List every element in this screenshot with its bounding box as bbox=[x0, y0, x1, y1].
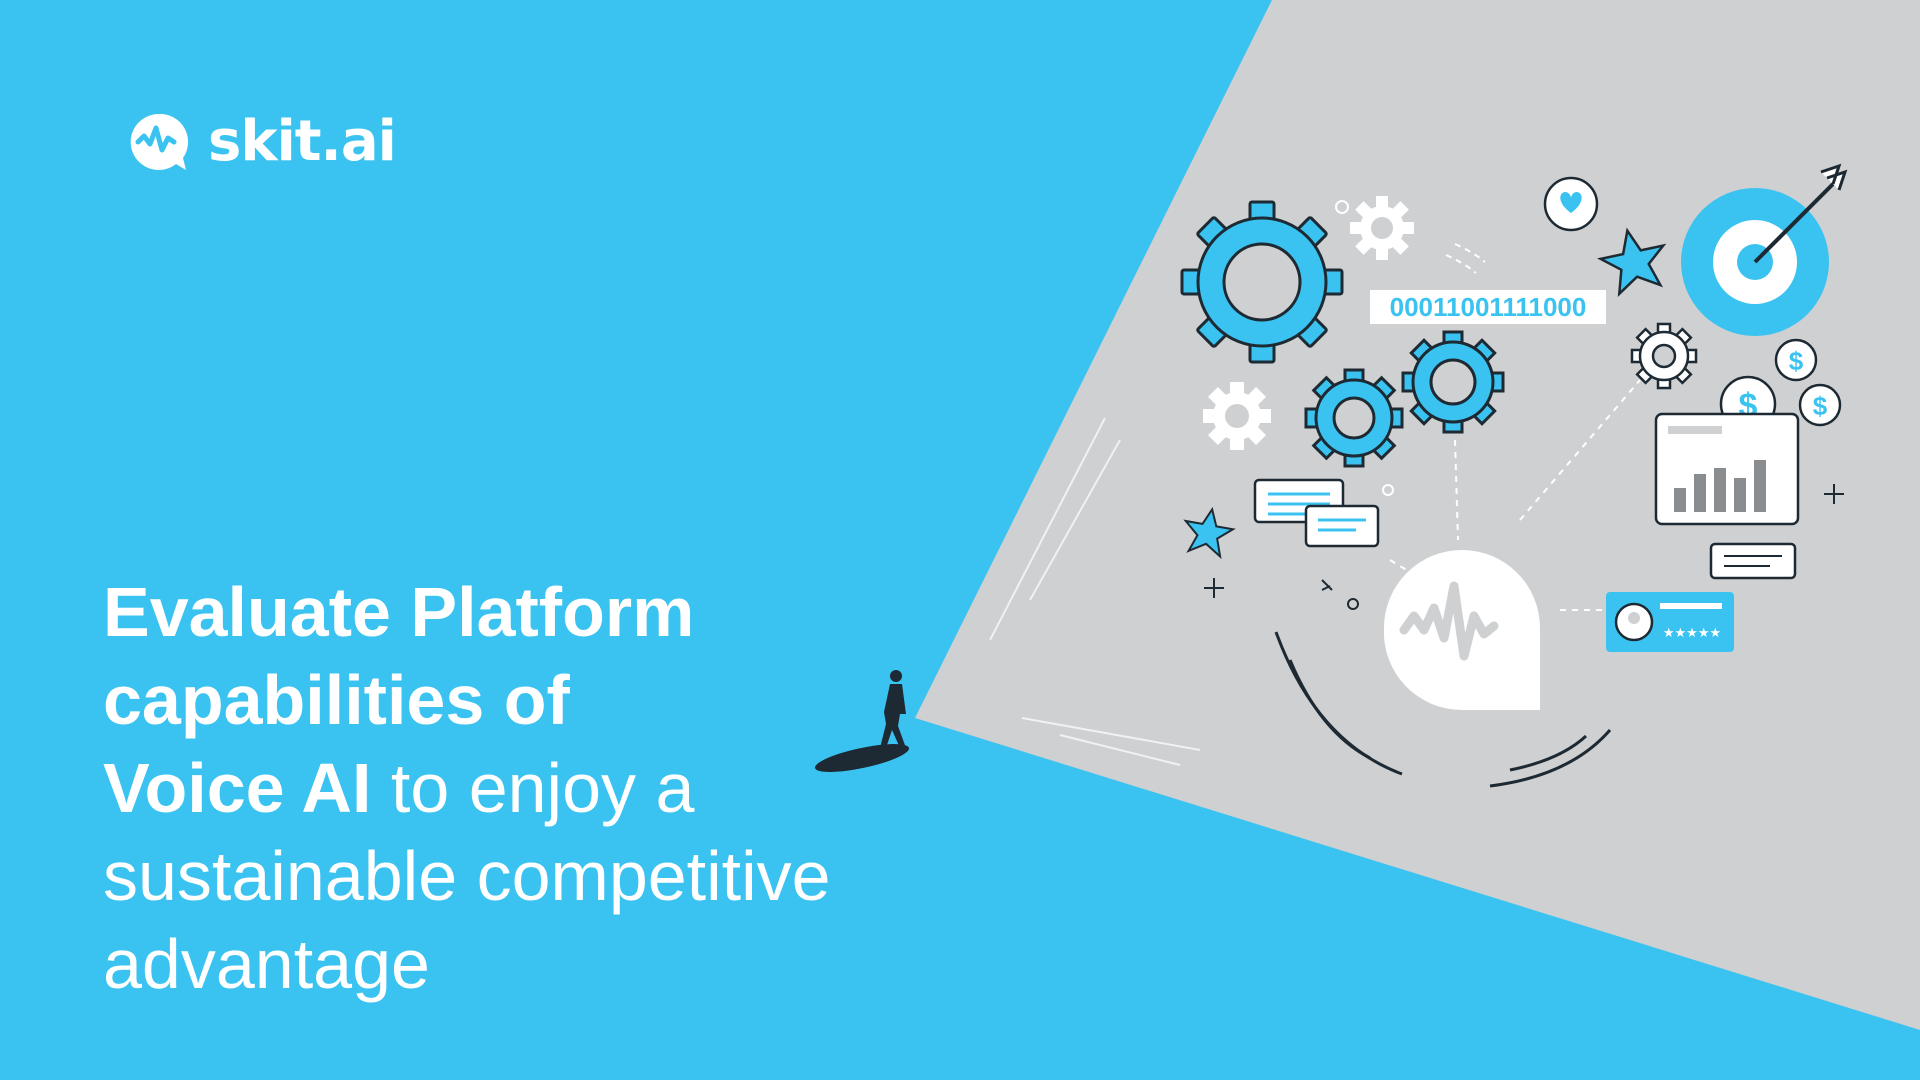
headline-line-3: Voice AI to enjoy a bbox=[103, 749, 695, 827]
swoosh-arcs bbox=[1274, 631, 1612, 788]
sparkles bbox=[1204, 484, 1844, 598]
gear-icon bbox=[1203, 382, 1271, 450]
svg-text:$: $ bbox=[1813, 391, 1828, 421]
svg-text:$: $ bbox=[1789, 346, 1804, 376]
bar-chart-icon bbox=[1654, 412, 1800, 526]
gear-icon bbox=[1630, 322, 1698, 390]
binary-label: 00011001111000 bbox=[1390, 292, 1587, 322]
voice-wave-icon bbox=[1383, 550, 1540, 711]
gear-icon bbox=[1304, 368, 1404, 468]
chat-bubble-icon bbox=[1253, 478, 1380, 548]
headline-line-5: advantage bbox=[103, 925, 430, 1003]
headline-line-4: sustainable competitive bbox=[103, 837, 831, 915]
headline-line-1: Evaluate Platform bbox=[103, 573, 695, 651]
headline: Evaluate Platform capabilities of Voice … bbox=[103, 568, 983, 1008]
walking-person-icon bbox=[815, 670, 909, 772]
star-icon bbox=[1183, 506, 1236, 560]
user-card-icon: ★★★★★ bbox=[1606, 592, 1734, 652]
headline-line-2: capabilities of bbox=[103, 661, 570, 739]
gear-icon bbox=[1350, 196, 1414, 260]
gear-icon bbox=[1180, 200, 1344, 364]
skit-logo-icon bbox=[130, 113, 189, 170]
headline-emphasis: Voice AI bbox=[103, 749, 372, 827]
target-icon bbox=[1681, 163, 1848, 336]
heart-icon bbox=[1543, 176, 1599, 232]
gear-icon bbox=[1401, 330, 1505, 434]
binary-label-box bbox=[1370, 290, 1606, 324]
brand-logo: skit.ai bbox=[128, 109, 397, 174]
brand-name: skit.ai bbox=[208, 109, 397, 174]
rating-stars: ★★★★★ bbox=[1663, 626, 1721, 641]
star-icon bbox=[1596, 227, 1667, 297]
text-card-icon bbox=[1709, 542, 1797, 580]
spotlight-panel bbox=[915, 0, 1920, 1030]
beam-lines bbox=[989, 417, 1201, 766]
